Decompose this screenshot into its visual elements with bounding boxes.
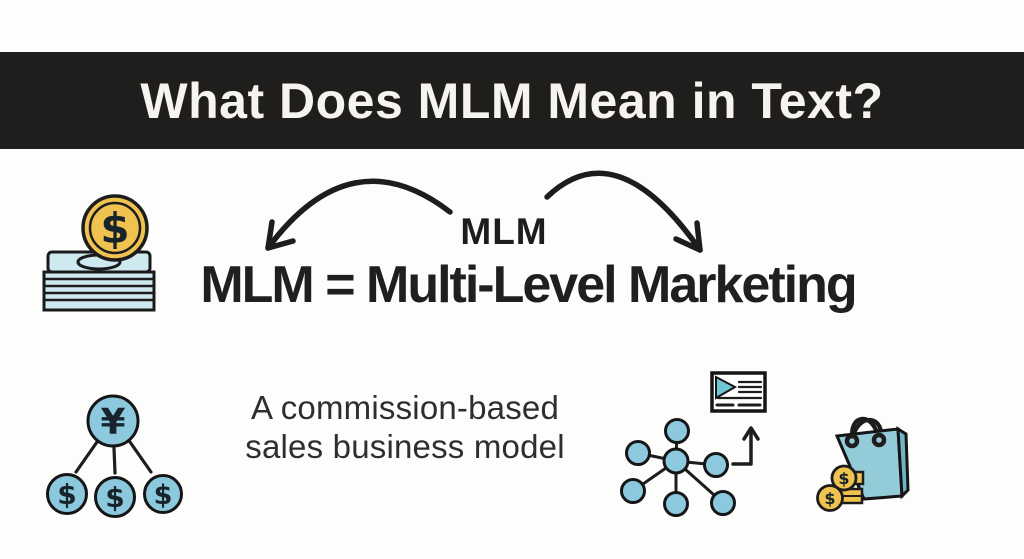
dollar-coin-icon: $: [81, 194, 149, 262]
bag-side-fold: [896, 426, 910, 500]
payout-connectors: [74, 440, 153, 475]
document-icon: [710, 371, 767, 413]
left-curved-arrow: [265, 178, 453, 251]
payout-tree-icon: ¥ $ $ $: [46, 394, 183, 518]
dollar-node-left: [46, 473, 88, 515]
caption: A commission-based sales business model: [220, 388, 590, 466]
gold-coin-bottom: [816, 484, 844, 512]
document-text-lines: [715, 380, 763, 407]
caption-line-1: A commission-based: [250, 389, 560, 426]
bag-handle-ring-right: [871, 432, 887, 448]
svg-text:$: $: [105, 481, 124, 514]
svg-text:$: $: [154, 480, 173, 511]
network-nodes: [620, 418, 736, 517]
yen-node: [86, 394, 140, 448]
svg-text:$: $: [838, 469, 849, 488]
dollar-node-middle: [94, 476, 136, 518]
title-bar: What Does MLM Mean in Text?: [0, 52, 1024, 149]
svg-text:$: $: [100, 204, 129, 253]
network-center-node: [662, 447, 690, 475]
shopping-bag-icon: $ $: [816, 416, 910, 512]
caption-line-2: sales business model: [245, 428, 565, 465]
document-flag-icon: [715, 375, 738, 400]
branch-arrows: [265, 170, 703, 253]
coin-stack: $ $: [816, 464, 865, 512]
bag-handle-ring-left: [844, 433, 860, 449]
banknote-layers: [42, 277, 156, 302]
svg-text:¥: ¥: [100, 402, 125, 443]
gold-coin-top: [830, 464, 858, 492]
svg-text:$: $: [57, 478, 76, 511]
acronym-label: MLM: [460, 211, 548, 252]
definition-headline: MLM = Multi-Level Marketing: [200, 256, 857, 314]
growth-arrow-icon: [731, 426, 760, 466]
right-curved-arrow: [544, 170, 703, 253]
money-stack-icon: $: [42, 194, 156, 312]
page-title: What Does MLM Mean in Text?: [140, 72, 884, 129]
dollar-node-right: [143, 474, 183, 514]
banknote-stack: [42, 250, 156, 312]
left-arrowhead-icon: [265, 219, 296, 251]
referral-network-group: [620, 371, 767, 517]
right-arrowhead-icon: [673, 220, 703, 253]
svg-text:$: $: [824, 489, 835, 508]
